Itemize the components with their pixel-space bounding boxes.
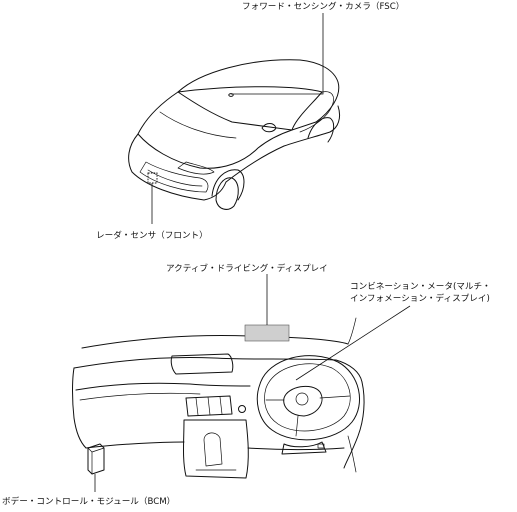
car-body-side xyxy=(225,105,341,183)
driver-knee-panel xyxy=(247,447,345,450)
combination-meter-leader xyxy=(295,305,411,381)
radar-sensor-marker xyxy=(147,172,158,184)
car-front-wheel-arch xyxy=(211,169,245,201)
right-door-line xyxy=(347,435,357,473)
steering-emblem xyxy=(295,392,309,406)
dashboard-lower-line xyxy=(75,382,251,391)
bcm-label: ボデー・コントロール・モジュール（BCM） xyxy=(2,495,175,507)
shift-lever xyxy=(203,432,223,467)
car-hood-crease xyxy=(159,111,237,139)
car-roof-outline xyxy=(177,59,340,131)
obd-connector xyxy=(317,443,325,449)
active-driving-display-label: アクティブ・ドライビング・ディスプレイ xyxy=(166,262,328,274)
steering-spoke-right xyxy=(319,395,351,399)
car-hood xyxy=(137,91,293,169)
dashboard-top xyxy=(73,356,363,383)
steering-wheel-hub xyxy=(283,385,323,417)
vehicle-interior-illustration xyxy=(72,317,365,479)
right-dash-edge xyxy=(343,381,365,469)
car-headlight xyxy=(177,161,215,175)
combination-meter-label-line1: コンビネーション・メータ(マルチ・ xyxy=(350,281,491,292)
car-grille xyxy=(139,161,209,193)
steering-column xyxy=(281,441,327,455)
lower-knee-panel xyxy=(85,441,185,449)
car-windshield xyxy=(177,86,323,131)
car-exterior-illustration xyxy=(128,59,341,210)
car-grille-inner xyxy=(147,169,203,187)
car-side-mirror xyxy=(261,123,277,133)
front-camera-leader xyxy=(231,13,324,95)
vent-slat-2 xyxy=(207,396,211,416)
windshield-pillar xyxy=(347,317,357,345)
vent-slat-1 xyxy=(195,397,199,416)
steering-wheel-inner xyxy=(264,363,351,432)
center-display xyxy=(170,353,234,375)
car-front-wheel xyxy=(215,177,239,210)
steering-spoke-bottom xyxy=(295,415,299,437)
vent-slat-3 xyxy=(219,396,223,415)
hazard-button xyxy=(238,405,246,413)
bcm-module-edge xyxy=(87,447,105,453)
windshield-base-line xyxy=(81,335,349,349)
bcm-module-box xyxy=(87,443,105,475)
front-camera-label: フォワード・センシング・カメラ（FSC） xyxy=(242,0,404,12)
left-door-edge xyxy=(72,367,87,449)
steering-wheel-rim xyxy=(256,355,360,441)
active-driving-display-panel xyxy=(244,324,290,342)
car-rear-wheel-arch xyxy=(307,117,335,143)
radar-sensor-label: レーダ・センサ（フロント） xyxy=(96,229,208,241)
dashboard-trim-line xyxy=(79,392,201,401)
center-console xyxy=(183,419,249,479)
center-vents xyxy=(185,395,233,417)
car-side-glass xyxy=(299,91,334,133)
combination-meter-label-line2: インフォメーション・ディスプレイ) xyxy=(350,292,490,304)
